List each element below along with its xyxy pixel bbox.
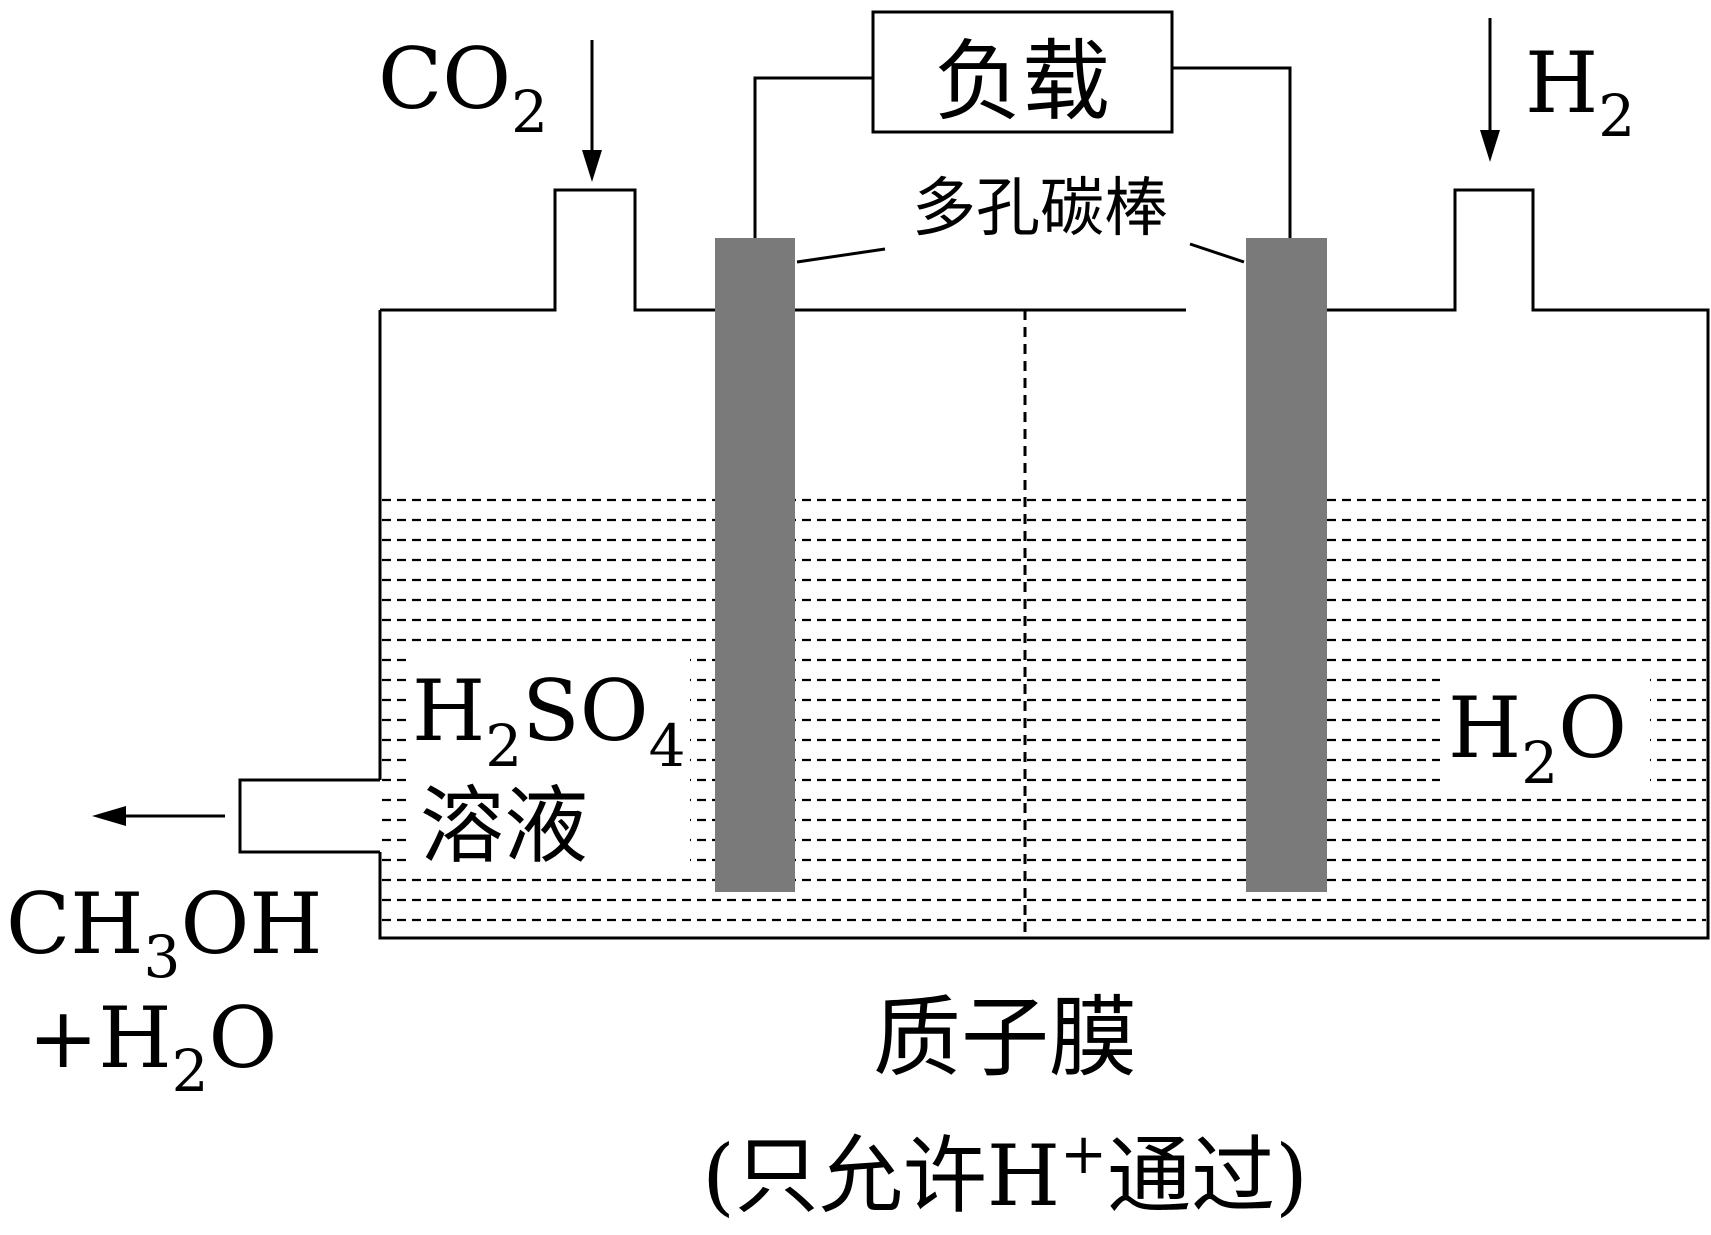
- h2-label: H2: [1525, 34, 1635, 150]
- co2-label: CO2: [378, 30, 548, 146]
- right-solution-label-bg: [1440, 670, 1650, 790]
- left-solution-label-bg: [408, 655, 690, 870]
- cell-container: [378, 188, 1710, 940]
- outlet-arrowhead: [92, 806, 126, 826]
- right-carbon-electrode: [1246, 238, 1327, 892]
- left-solution-word: 溶液: [420, 777, 588, 875]
- membrane-label: 质子膜: [873, 986, 1137, 1089]
- left-carbon-electrode: [715, 238, 795, 892]
- outlet-label-line2: +H2O: [28, 989, 277, 1105]
- outlet-pipe: [238, 778, 380, 854]
- right-wire: [1172, 66, 1292, 238]
- left-wire: [753, 76, 873, 238]
- electrode-leader-right: [1189, 242, 1245, 264]
- electrode-label: 多孔碳棒: [912, 172, 1168, 246]
- co2-arrowhead: [582, 150, 602, 182]
- electrolyte-liquid: [382, 498, 1706, 922]
- electrode-leader-left: [796, 247, 886, 264]
- outlet-label-line1: CH3OH: [6, 875, 323, 991]
- load-box: [871, 10, 1174, 134]
- membrane-note: (只允许H+通过): [702, 1122, 1308, 1225]
- h2-arrowhead: [1480, 130, 1500, 162]
- right-solution-formula: H2O: [1448, 679, 1627, 797]
- left-solution-formula: H2SO4: [412, 662, 686, 780]
- load-label: 负载: [934, 30, 1110, 133]
